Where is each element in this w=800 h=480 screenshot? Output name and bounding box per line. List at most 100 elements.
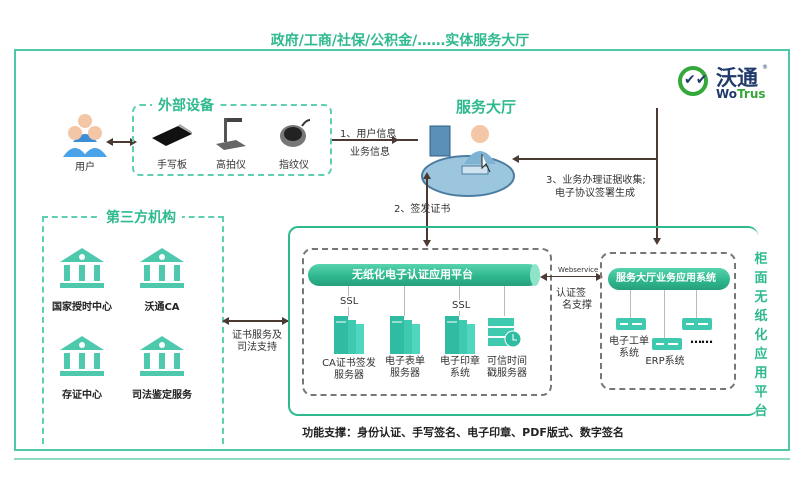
server-icon (390, 316, 420, 354)
connector-line (630, 290, 631, 320)
user-group-icon (63, 114, 107, 157)
side-title-char: 柜 (754, 252, 768, 267)
connector-line (696, 290, 697, 320)
hall-system-item-line2: 系统 (619, 348, 639, 359)
arrow-left-icon (540, 273, 547, 281)
registered-mark: ® (762, 64, 768, 71)
third-party-title: 第三方机构 (100, 207, 182, 227)
hall-system-title: 服务大厅业务应用系统 (616, 273, 716, 284)
webservice-arrow (544, 276, 600, 277)
service-desk-icon (421, 125, 515, 197)
paperless-platform-title: 无纸化电子认证应用平台 (352, 268, 473, 281)
hall-system-item-line1: ERP系统 (645, 356, 685, 367)
cert-support-arrow (226, 320, 288, 322)
connector-line (664, 290, 665, 340)
logo-check-icon: ✔✔ (684, 72, 708, 88)
side-title-char: 用 (754, 366, 768, 381)
arrow-left-icon (512, 155, 519, 163)
cert-support-line1: 证书服务及 (232, 330, 282, 341)
auth-sign-line1: 认证签 (556, 288, 586, 299)
logo-en-text: WoTrus (716, 87, 766, 101)
bottom-divider (14, 458, 790, 460)
side-title-char: 台 (754, 404, 768, 419)
server-label-line2: 戳服务器 (487, 368, 527, 379)
server-icon (445, 316, 475, 354)
arrow-down-icon (423, 240, 431, 247)
user-label: 用户 (75, 162, 95, 173)
server-label-line1: 可信时间 (487, 356, 527, 367)
diagram-title: 政府/工商/社保/公积金/……实体服务大厅 (270, 33, 530, 49)
hall-system-item-line1: 电子工单 (609, 336, 649, 347)
user-device-connector (112, 141, 132, 143)
step1-label-line2: 业务信息 (350, 147, 390, 158)
ssl-label: SSL (452, 300, 471, 311)
arrow-left-icon (106, 138, 113, 146)
function-support-text: 功能支撑：身份认证、手写签名、电子印章、PDF版式、数字签名 (302, 426, 624, 439)
step2-arrow (426, 176, 428, 242)
paperless-platform-group (302, 248, 552, 396)
institution-icon (140, 248, 184, 288)
hall-system-bar: 服务大厅业务应用系统 (608, 268, 730, 290)
counter-platform-frame (288, 226, 758, 416)
institution-label: 存证中心 (62, 390, 102, 401)
cert-support-line2: 司法支持 (237, 342, 277, 353)
institution-label: 国家授时中心 (52, 302, 112, 313)
server-label-line1: 电子印章 (440, 356, 480, 367)
main-frame (14, 49, 790, 451)
document-camera-icon (216, 118, 246, 150)
side-title-char: 无 (754, 290, 768, 305)
arrow-right-icon (596, 273, 603, 281)
side-title-char: 应 (754, 347, 768, 362)
connector-line (404, 286, 405, 316)
institution-icon (60, 336, 104, 376)
step3-label-line2: 电子协议签署生成 (555, 188, 635, 199)
side-title-char: 纸 (754, 309, 768, 324)
bar-end-cap (530, 264, 540, 286)
webservice-label: Webservice (558, 266, 599, 274)
step2-label: 2、签发证书 (394, 204, 451, 215)
step1-label-line1: 1、用户信息 (340, 129, 397, 140)
arrow-right-icon (282, 317, 289, 325)
device-label: 高拍仪 (216, 160, 246, 171)
arrow-left-icon (222, 317, 229, 325)
paperless-platform-bar: 无纸化电子认证应用平台 (308, 264, 540, 286)
external-devices-group (132, 104, 332, 176)
device-label: 指纹仪 (279, 160, 309, 171)
logo-cn-text: 沃通 (716, 66, 758, 90)
hall-system-group (600, 252, 736, 390)
step1-arrow (332, 139, 418, 141)
connector-line (504, 286, 505, 316)
server-icon (334, 316, 364, 354)
signature-pad-icon (152, 124, 192, 146)
server-label-line1: 电子表单 (385, 356, 425, 367)
logo-ring-icon (678, 66, 708, 96)
step3-arrow (516, 158, 658, 160)
ssl-label: SSL (340, 296, 359, 307)
server-label-line2: 服务器 (390, 368, 420, 379)
server-label-line1: CA证书签发 (322, 358, 376, 369)
service-hall-title: 服务大厅 (450, 96, 523, 117)
step3-label-line1: 3、业务办理证据收集; (546, 175, 646, 186)
device-label: 手写板 (157, 160, 187, 171)
institution-label: 司法鉴定服务 (132, 390, 192, 401)
fingerprint-scanner-icon (280, 119, 310, 147)
auth-sign-line2: 名支撑 (562, 300, 592, 311)
side-title-char: 平 (754, 385, 768, 400)
step3-vertical-arrow (656, 108, 658, 240)
timestamp-server-icon (488, 318, 522, 348)
side-title-char: 化 (754, 328, 768, 343)
arrow-right-icon (392, 136, 399, 144)
institution-label: 沃通CA (144, 302, 180, 313)
side-title-char: 面 (754, 271, 768, 286)
server-label-line2: 服务器 (334, 370, 364, 381)
institution-icon (140, 336, 184, 376)
app-server-icon (616, 318, 646, 330)
arrow-down-icon (653, 238, 661, 245)
app-server-icon (682, 318, 712, 330)
server-label-line2: 系统 (450, 368, 470, 379)
app-server-icon (652, 338, 682, 350)
wotrus-logo: ✔✔ 沃通 WoTrus ® (678, 64, 783, 106)
more-systems-ellipsis: …… (690, 332, 713, 346)
side-platform-title: 柜 面 无 纸 化 应 用 平 台 (752, 250, 770, 421)
institution-icon (60, 248, 104, 288)
